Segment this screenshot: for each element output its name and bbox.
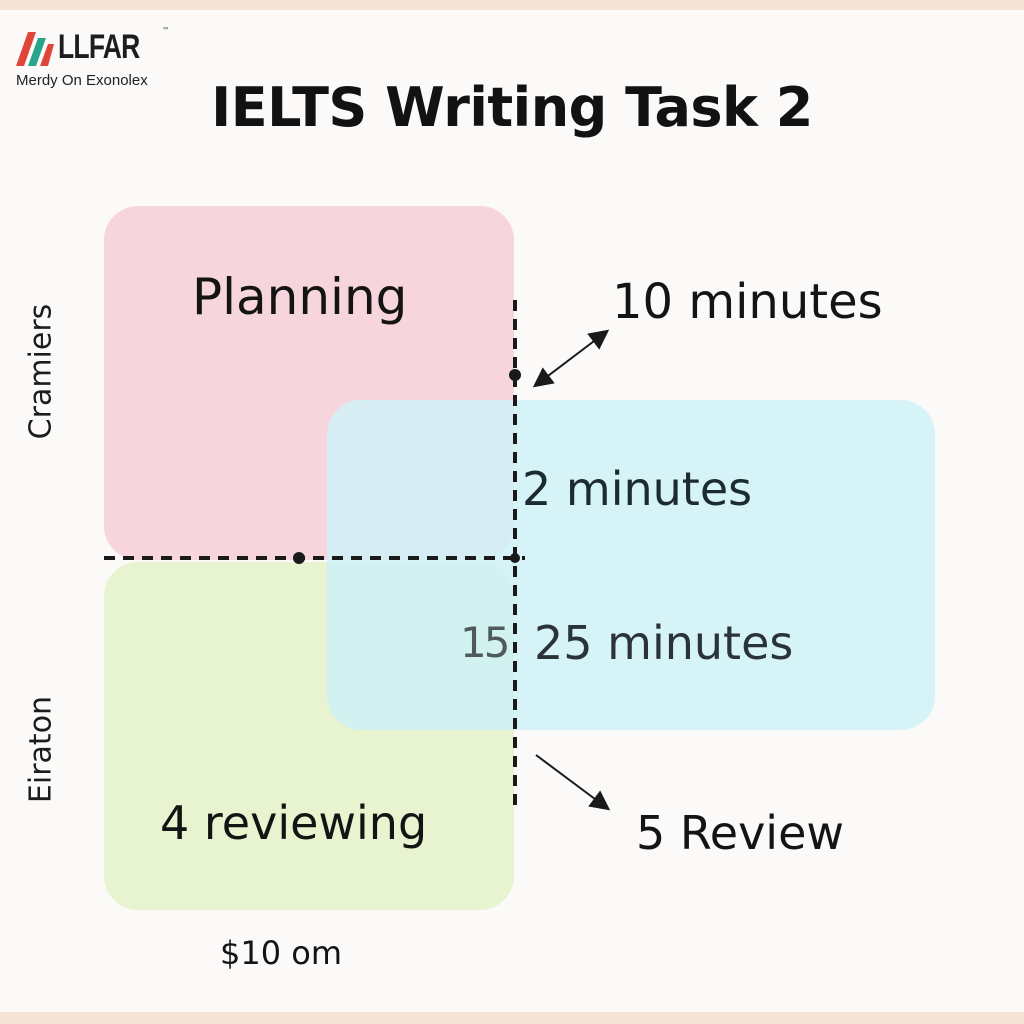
upper-node-dot [509,369,521,381]
review-callout: 5 Review [636,806,845,860]
bottom-callout-arrow [535,754,611,811]
footer-label: $10 om [220,934,342,972]
reviewing-label: 4 reviewing [160,796,428,850]
twenty-five-minutes-label: 25 minutes [534,616,794,670]
logo-tagline: Merdy On Exonolex [16,72,148,89]
side-label-top: Cramiers [23,303,59,440]
logo-wordmark: LLFAR [58,28,140,66]
top-callout-arrow [532,329,610,388]
side-label-bottom: Eiraton [23,695,59,804]
ten-minutes-callout: 10 minutes [612,274,883,330]
page-title: IELTS Writing Task 2 [211,76,813,139]
planning-label: Planning [192,268,408,326]
logo-mark-icon [16,32,54,66]
fifteen-label: 15 [460,618,510,667]
two-minutes-label: 2 minutes [522,462,753,516]
brand-logo: LLFAR ™ Merdy On Exonolex [14,26,174,96]
writing-box [327,400,935,730]
center-node-dot [510,553,520,563]
left-node-dot [293,552,305,564]
logo-trademark: ™ [162,26,170,35]
